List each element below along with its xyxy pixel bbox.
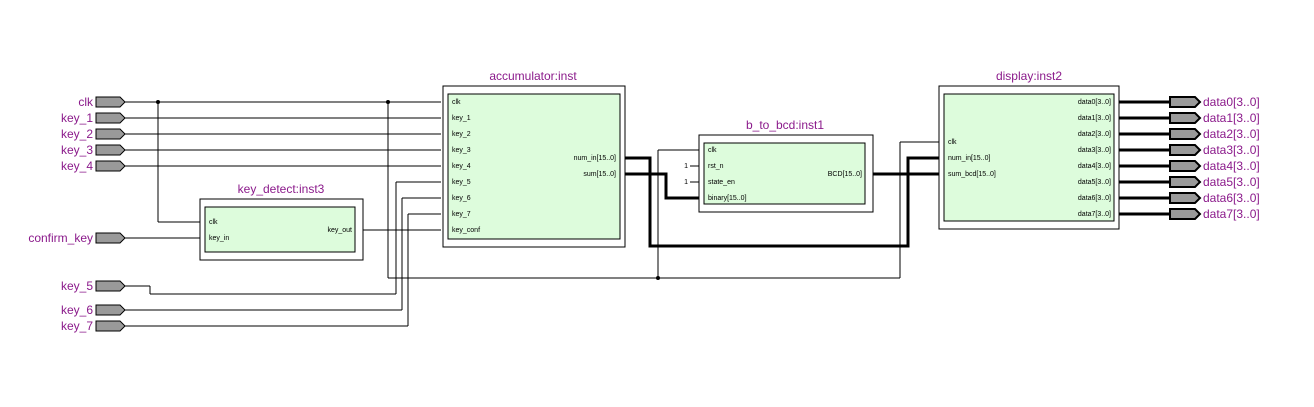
output-pin-data0-label: data0[3..0] (1203, 95, 1260, 109)
b-to-bcd-port-binary: binary[15..0] (708, 195, 747, 202)
block-accumulator-title: accumulator:inst (489, 69, 577, 83)
accumulator-port-num-in: num_in[15..0] (574, 155, 616, 162)
b-to-bcd-port-bcd: BCD[15..0] (828, 171, 862, 178)
display-port-sum-bcd: sum_bcd[15..0] (948, 171, 996, 178)
input-pin-key-6[interactable]: key_6 (61, 303, 126, 317)
output-pin-data3-label: data3[3..0] (1203, 143, 1260, 157)
display-port-clk: clk (948, 139, 957, 146)
input-pin-key-5-label: key_5 (61, 279, 93, 293)
block-key-detect[interactable]: key_detect:inst3 clk key_in key_out (199, 182, 364, 261)
display-port-data6: data6[3..0] (1078, 195, 1111, 202)
input-pin-key-3-label: key_3 (61, 143, 93, 157)
input-pin-key-2-label: key_2 (61, 127, 93, 141)
block-b-to-bcd-title: b_to_bcd:inst1 (746, 118, 824, 132)
input-pin-key-7[interactable]: key_7 (61, 319, 126, 333)
output-pin-data5[interactable]: data5[3..0] (1169, 175, 1260, 189)
input-pin-key-7-label: key_7 (61, 319, 93, 333)
input-pin-clk[interactable]: clk (78, 95, 126, 109)
output-pin-data7[interactable]: data7[3..0] (1169, 207, 1260, 221)
accumulator-port-key-conf: key_conf (452, 227, 480, 234)
accumulator-port-key-3: key_3 (452, 147, 471, 154)
block-key-detect-title: key_detect:inst3 (238, 182, 325, 196)
input-pin-key-1-label: key_1 (61, 111, 93, 125)
input-pin-confirm-key-label: confirm_key (28, 231, 93, 245)
accumulator-port-key-6: key_6 (452, 195, 471, 202)
key-detect-port-key-in: key_in (209, 235, 229, 242)
output-pin-data1-label: data1[3..0] (1203, 111, 1260, 125)
input-pin-key-5[interactable]: key_5 (61, 279, 126, 293)
accumulator-port-key-1: key_1 (452, 115, 471, 122)
display-port-data4: data4[3..0] (1078, 163, 1111, 170)
accumulator-port-sum: sum[15..0] (583, 171, 616, 178)
accumulator-port-key-2: key_2 (452, 131, 471, 138)
input-pin-key-2[interactable]: key_2 (61, 127, 126, 141)
block-accumulator[interactable]: accumulator:inst clk key_1 key_2 key_3 k… (442, 69, 626, 248)
output-pin-data4[interactable]: data4[3..0] (1169, 159, 1260, 173)
output-pin-data2-label: data2[3..0] (1203, 127, 1260, 141)
b-to-bcd-const-rst: 1 (684, 163, 688, 170)
input-pin-confirm-key[interactable]: confirm_key (28, 231, 126, 245)
input-pin-key-4-label: key_4 (61, 159, 93, 173)
input-pin-key-6-label: key_6 (61, 303, 93, 317)
b-to-bcd-const-state: 1 (684, 179, 688, 186)
output-pin-data3[interactable]: data3[3..0] (1169, 143, 1260, 157)
accumulator-port-key-7: key_7 (452, 211, 471, 218)
display-port-data2: data2[3..0] (1078, 131, 1111, 138)
block-display[interactable]: display:inst2 clk num_in[15..0] sum_bcd[… (938, 69, 1120, 230)
display-port-data3: data3[3..0] (1078, 147, 1111, 154)
input-pin-key-1[interactable]: key_1 (61, 111, 126, 125)
display-port-num-in: num_in[15..0] (948, 155, 990, 162)
output-pin-data4-label: data4[3..0] (1203, 159, 1260, 173)
display-port-data5: data5[3..0] (1078, 179, 1111, 186)
output-pin-data7-label: data7[3..0] (1203, 207, 1260, 221)
output-pin-data5-label: data5[3..0] (1203, 175, 1260, 189)
output-pin-data6-label: data6[3..0] (1203, 191, 1260, 205)
display-port-data0: data0[3..0] (1078, 99, 1111, 106)
b-to-bcd-port-clk: clk (708, 147, 717, 154)
output-pin-data1[interactable]: data1[3..0] (1169, 111, 1260, 125)
block-display-title: display:inst2 (996, 69, 1062, 83)
key-detect-port-clk: clk (209, 219, 218, 226)
input-pin-clk-label: clk (78, 95, 94, 109)
accumulator-port-key-5: key_5 (452, 179, 471, 186)
b-to-bcd-port-rst-n: rst_n (708, 163, 724, 170)
output-pin-data6[interactable]: data6[3..0] (1169, 191, 1260, 205)
display-port-data7: data7[3..0] (1078, 211, 1111, 218)
input-pin-key-4[interactable]: key_4 (61, 159, 126, 173)
key-detect-port-key-out: key_out (327, 227, 352, 234)
output-pin-data2[interactable]: data2[3..0] (1169, 127, 1260, 141)
block-b-to-bcd[interactable]: b_to_bcd:inst1 clk rst_n state_en binary… (684, 118, 874, 213)
output-pin-data0[interactable]: data0[3..0] (1169, 95, 1260, 109)
wires (125, 100, 1170, 327)
accumulator-port-key-4: key_4 (452, 163, 471, 170)
accumulator-port-clk: clk (452, 99, 461, 106)
b-to-bcd-port-state-en: state_en (708, 179, 735, 186)
input-pin-key-3[interactable]: key_3 (61, 143, 126, 157)
display-port-data1: data1[3..0] (1078, 115, 1111, 122)
